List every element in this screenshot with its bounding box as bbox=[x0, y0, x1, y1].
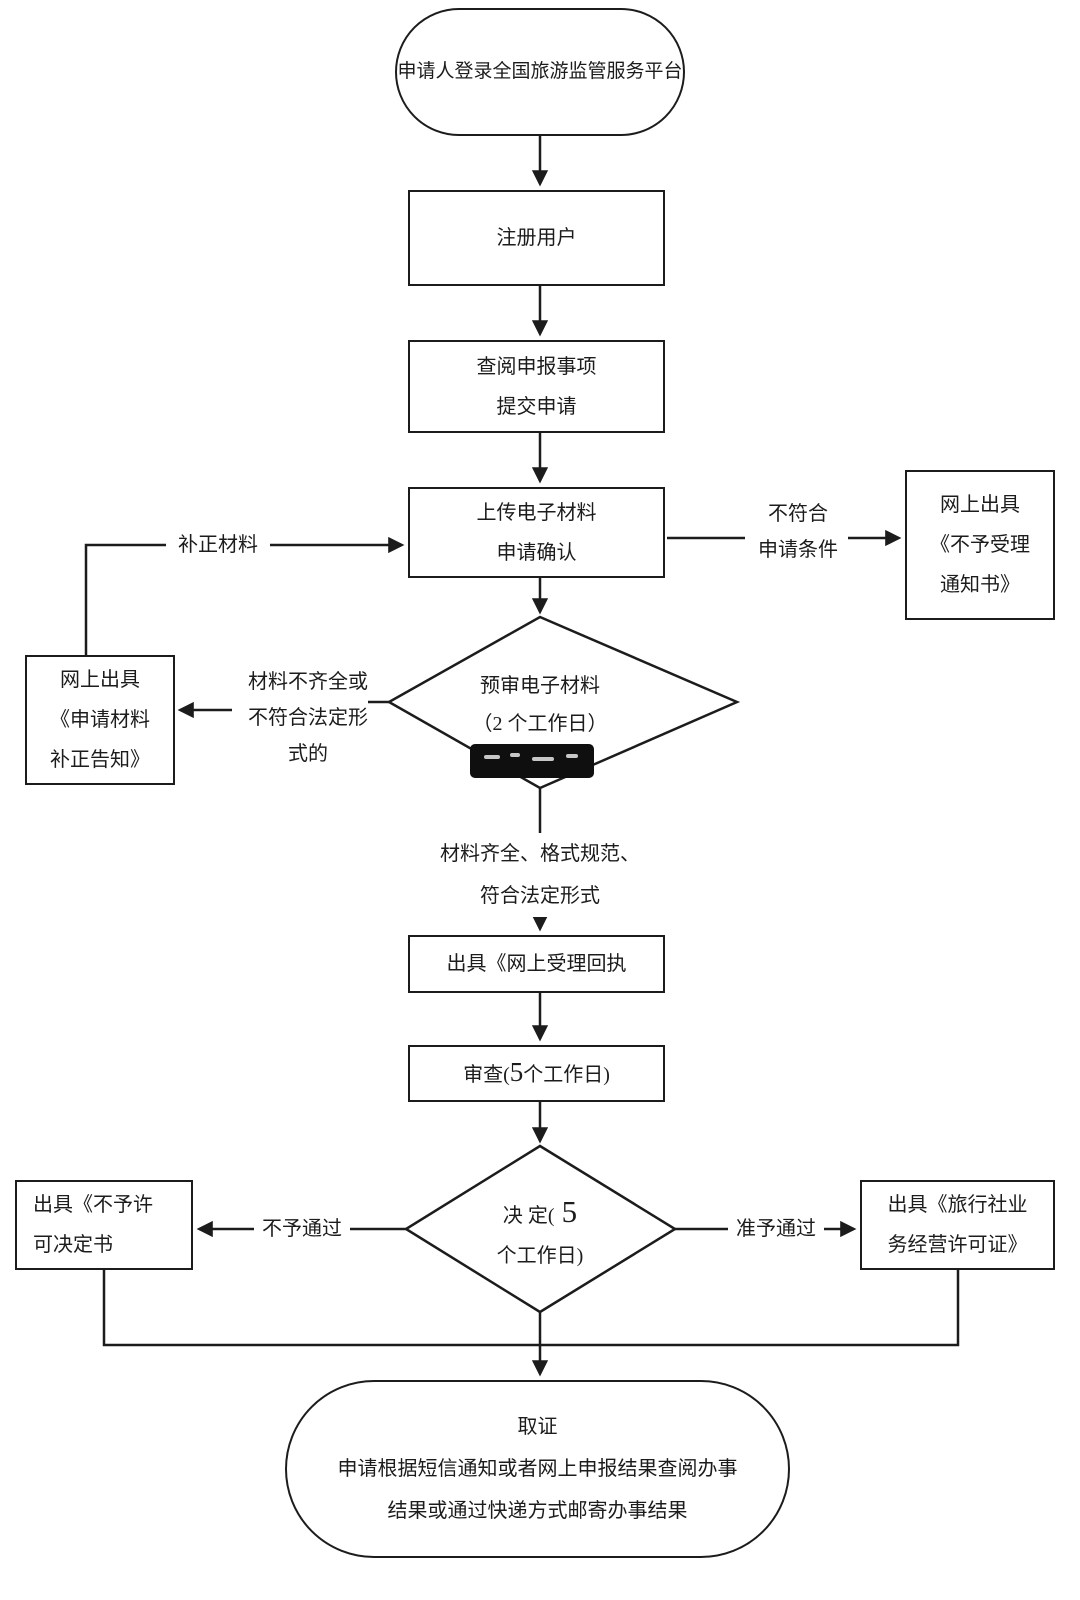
license-line2: 务经营许可证》 bbox=[887, 1234, 1028, 1256]
end-node: 取证 申请根据短信通知或者网上申报结果查阅办事 结果或通过快递方式邮寄办事结果 bbox=[285, 1380, 790, 1558]
watermark-mark bbox=[484, 755, 500, 759]
incomplete-line2: 不符合法定形 bbox=[248, 707, 368, 729]
receipt-box: 出具《网上受理回执 bbox=[408, 935, 665, 993]
edge-label-pass: 准予通过 bbox=[728, 1211, 824, 1247]
watermark-mark bbox=[566, 754, 578, 758]
deny-box: 出具《不予许 可决定书 bbox=[15, 1180, 193, 1270]
supplement-notice-line3: 补正告知》 bbox=[50, 749, 150, 771]
examine-suffix: 个工作日) bbox=[523, 1064, 610, 1086]
reject-notice-line3: 通知书》 bbox=[940, 574, 1020, 596]
review-submit-box: 查阅申报事项 提交申请 bbox=[408, 340, 665, 433]
watermark-artifact bbox=[470, 744, 594, 778]
decision-number: 5 bbox=[561, 1194, 578, 1229]
not-qualified-line2: 申请条件 bbox=[758, 539, 838, 561]
end-line2: 申请根据短信通知或者网上申报结果查阅办事 bbox=[337, 1458, 738, 1480]
watermark-mark bbox=[532, 757, 554, 761]
examine-text: 审查(5个工作日) bbox=[463, 1052, 610, 1095]
incomplete-line1: 材料不齐全或 bbox=[248, 671, 368, 693]
not-qualified-line1: 不符合 bbox=[768, 503, 828, 525]
line-deny-merge bbox=[102, 1270, 540, 1347]
complete-line1: 材料齐全、格式规范、 bbox=[440, 843, 640, 865]
upload-line2: 申请确认 bbox=[496, 541, 577, 564]
end-line1: 取证 bbox=[517, 1416, 558, 1438]
precheck-line2: （2 个工作日） bbox=[472, 713, 608, 735]
precheck-label: 预审电子材料 （2 个工作日） bbox=[420, 667, 660, 743]
edge-label-not-qualified: 不符合 申请条件 bbox=[748, 496, 848, 568]
receipt-text: 出具《网上受理回执 bbox=[446, 953, 627, 975]
license-box: 出具《旅行社业 务经营许可证》 bbox=[860, 1180, 1055, 1270]
incomplete-line3: 式的 bbox=[288, 743, 328, 765]
start-node: 申请人登录全国旅游监管服务平台 bbox=[395, 8, 685, 136]
register-text: 注册用户 bbox=[496, 227, 577, 249]
edge-label-supplement: 补正材料 bbox=[166, 530, 270, 560]
decision-prefix: 决 定( bbox=[502, 1205, 555, 1227]
deny-line2: 可决定书 bbox=[33, 1234, 113, 1256]
watermark-mark bbox=[510, 753, 520, 757]
reject-notice-line2: 《不予受理 bbox=[930, 534, 1030, 556]
upload-box: 上传电子材料 申请确认 bbox=[408, 487, 665, 578]
reject-notice-box: 网上出具 《不予受理 通知书》 bbox=[905, 470, 1055, 620]
supplement-notice-line1: 网上出具 bbox=[60, 669, 140, 691]
arrow-supplement-to-upload bbox=[84, 536, 405, 655]
examine-prefix: 审查( bbox=[463, 1064, 510, 1086]
examine-box: 审查(5个工作日) bbox=[408, 1045, 665, 1102]
review-line1: 查阅申报事项 bbox=[476, 355, 597, 378]
precheck-line1: 预审电子材料 bbox=[480, 675, 600, 697]
line-license-merge bbox=[540, 1270, 960, 1347]
supplement-notice-line2: 《申请材料 bbox=[50, 709, 150, 731]
examine-number: 5 bbox=[509, 1057, 524, 1087]
edge-label-incomplete: 材料不齐全或 不符合法定形 式的 bbox=[240, 664, 376, 772]
supplement-notice-box: 网上出具 《申请材料 补正告知》 bbox=[25, 655, 175, 785]
review-line2: 提交申请 bbox=[496, 395, 577, 418]
license-line1: 出具《旅行社业 bbox=[887, 1194, 1028, 1216]
complete-line2: 符合法定形式 bbox=[480, 885, 600, 907]
register-box: 注册用户 bbox=[408, 190, 665, 286]
decision-label: 决 定( 5 个工作日) bbox=[430, 1192, 650, 1276]
decision-line1: 决 定( 5 bbox=[430, 1192, 650, 1236]
end-line3: 结果或通过快递方式邮寄办事结果 bbox=[387, 1500, 688, 1522]
edge-label-not-pass: 不予通过 bbox=[254, 1211, 350, 1247]
upload-line1: 上传电子材料 bbox=[476, 501, 597, 524]
start-text: 申请人登录全国旅游监管服务平台 bbox=[397, 61, 683, 82]
edge-label-complete: 材料齐全、格式规范、 符合法定形式 bbox=[350, 833, 730, 917]
reject-notice-line1: 网上出具 bbox=[940, 494, 1020, 516]
decision-line2: 个工作日) bbox=[496, 1245, 584, 1267]
deny-line1: 出具《不予许 bbox=[33, 1194, 153, 1216]
